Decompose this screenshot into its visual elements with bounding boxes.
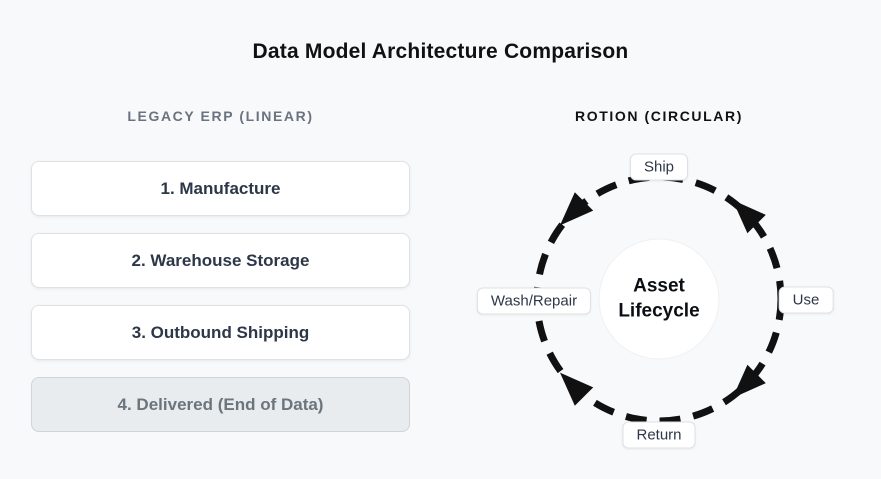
page-title: Data Model Architecture Comparison — [252, 40, 629, 63]
stage-chip-wash-repair: Wash/Repair — [476, 287, 592, 315]
stage-chip-use: Use — [778, 286, 834, 314]
legacy-column-heading: LEGACY ERP (LINEAR) — [127, 108, 314, 124]
cycle-arrow-icon — [559, 372, 594, 406]
cycle-center-label: Asset Lifecycle — [618, 275, 700, 321]
stage-chip-use-label: Use — [792, 291, 820, 309]
step-delivered-label: 4. Delivered (End of Data) — [117, 394, 324, 414]
center-hub-circle — [598, 238, 720, 360]
cycle-arrow-icon — [559, 192, 594, 226]
step-delivered-end-of-data: 4. Delivered (End of Data) — [31, 377, 410, 432]
step-outbound-shipping-label: 3. Outbound Shipping — [131, 322, 310, 342]
rotion-column-heading: ROTION (CIRCULAR) — [575, 108, 743, 124]
stage-chip-ship: Ship — [629, 153, 689, 181]
step-manufacture-label: 1. Manufacture — [160, 178, 281, 198]
cycle-arrow-icon — [732, 364, 766, 399]
step-warehouse-storage: 2. Warehouse Storage — [31, 233, 410, 288]
stage-chip-ship-label: Ship — [643, 158, 675, 176]
step-warehouse-storage-label: 2. Warehouse Storage — [131, 250, 310, 270]
step-outbound-shipping: 3. Outbound Shipping — [31, 305, 410, 360]
step-manufacture: 1. Manufacture — [31, 161, 410, 216]
stage-chip-return: Return — [622, 421, 696, 449]
cycle-arrow-icon — [732, 199, 766, 234]
stage-chip-return-label: Return — [636, 426, 682, 444]
stage-chip-wash-repair-label: Wash/Repair — [490, 292, 578, 310]
